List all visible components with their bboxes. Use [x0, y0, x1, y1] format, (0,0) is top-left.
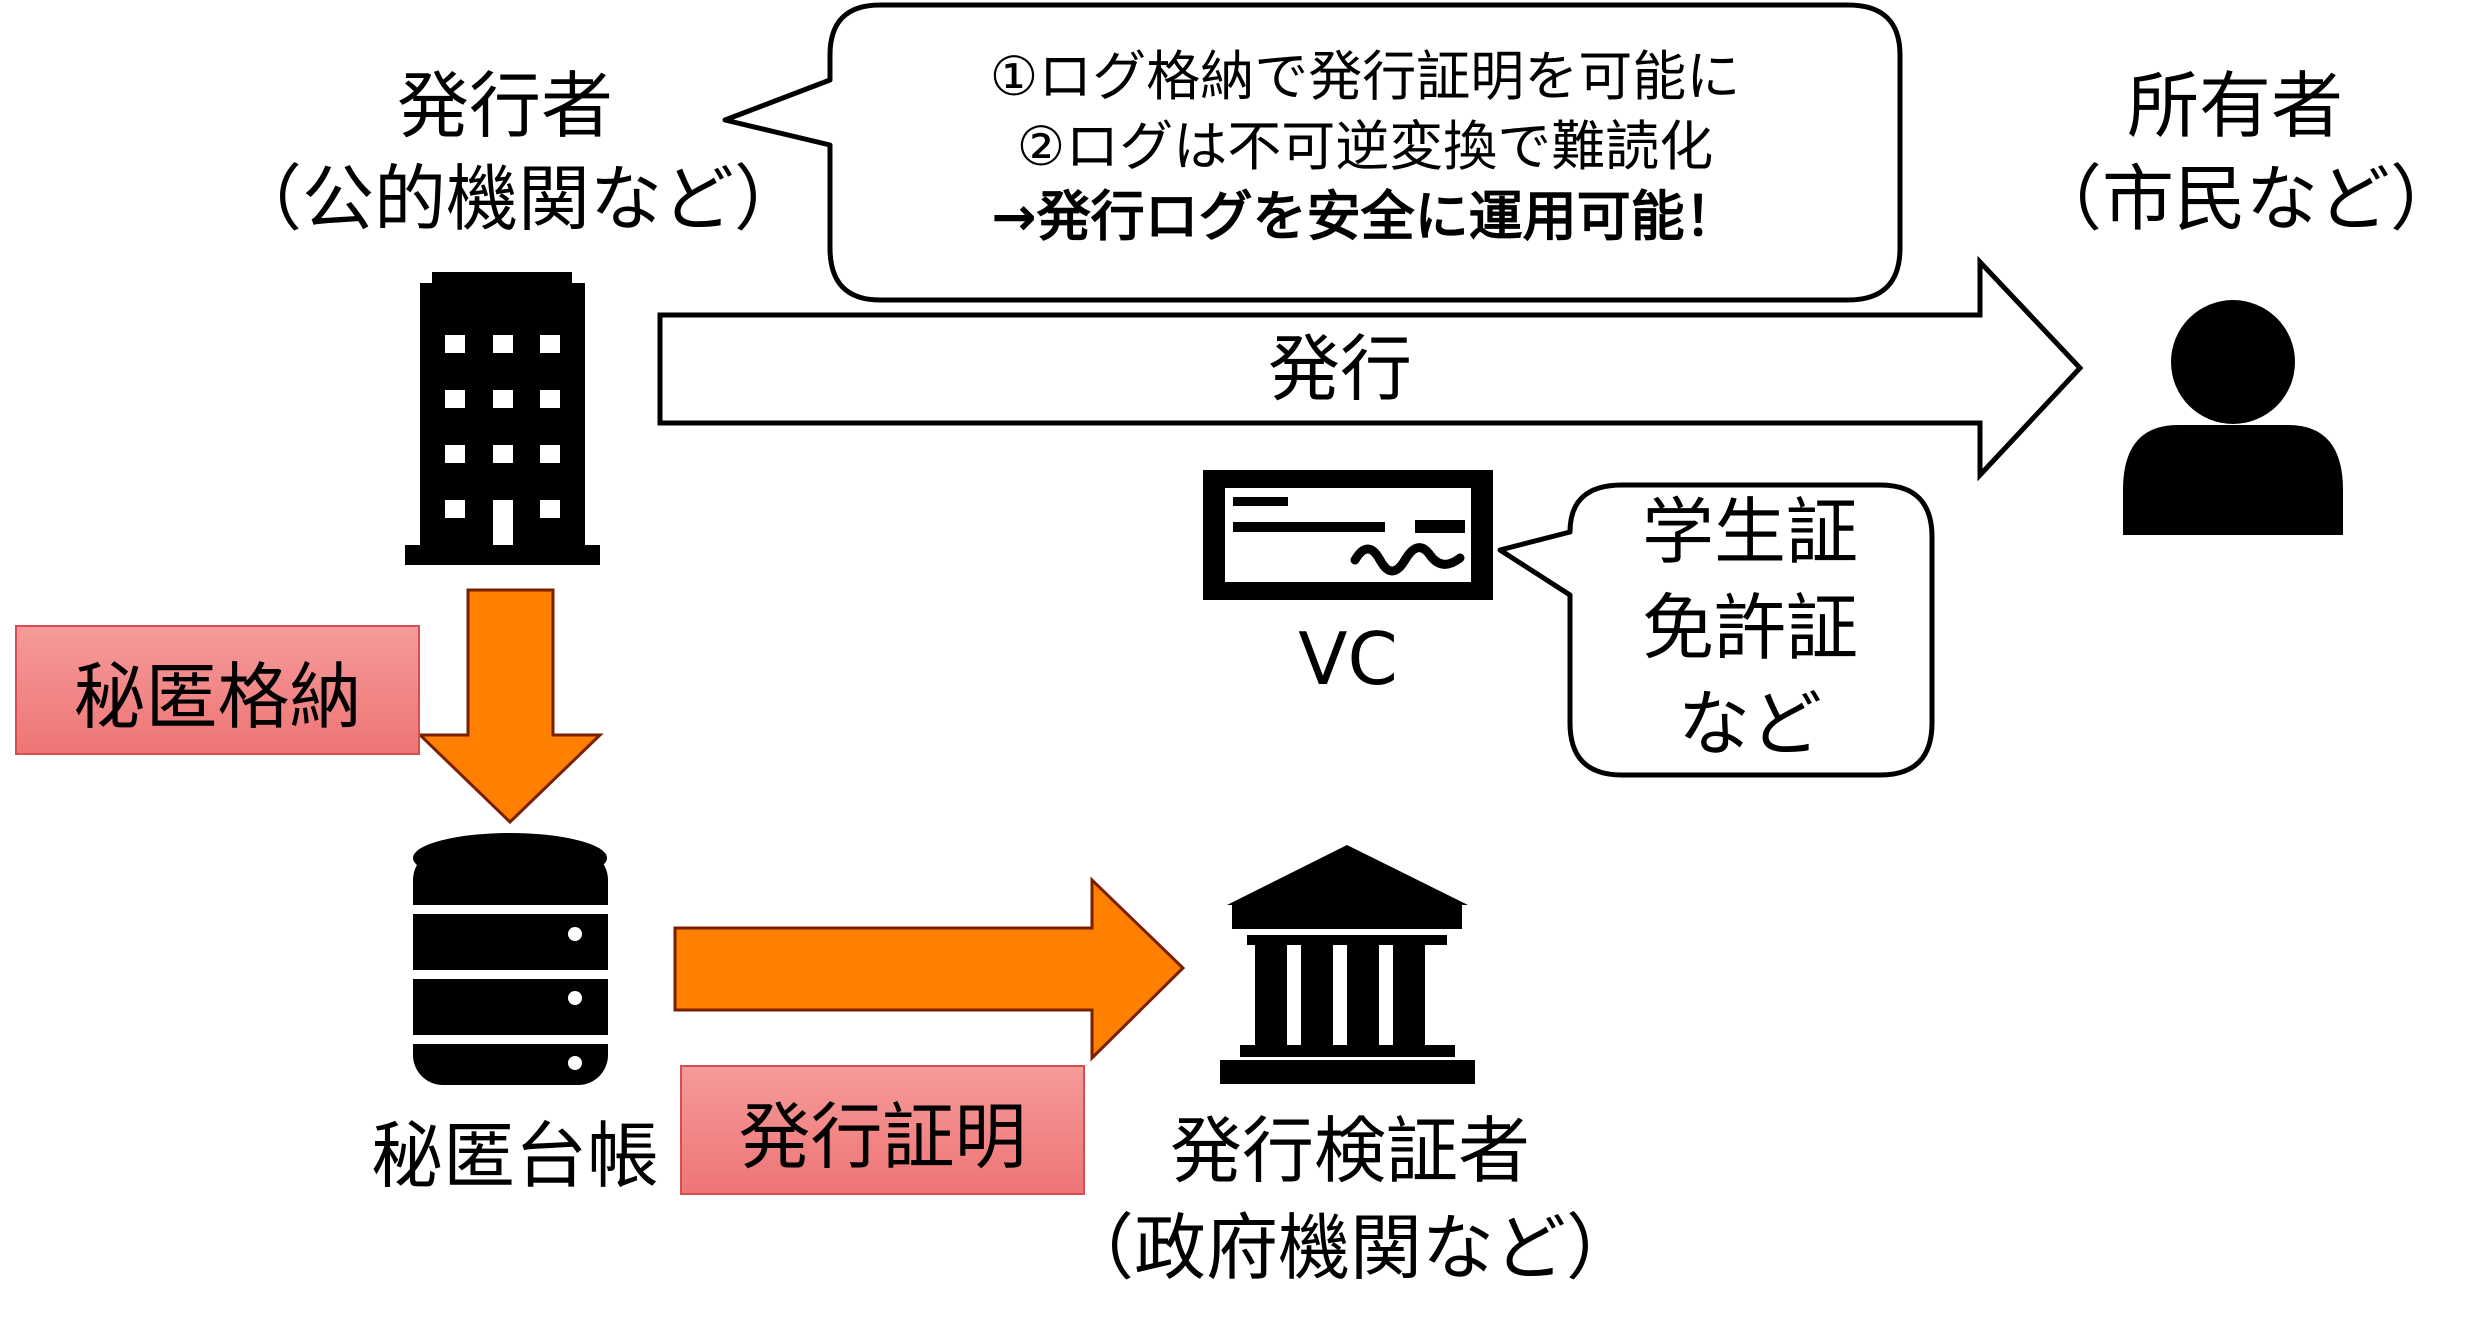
callout-text: ①ログ格納で発行証明を可能に ②ログは不可逆変換で難読化 →発行ログを安全に運用…: [840, 42, 1890, 252]
vc-label: VC: [1298, 617, 1398, 701]
vc-examples-bubble: [1497, 482, 1935, 778]
callout-line-2: ②ログは不可逆変換で難読化: [1016, 115, 1714, 178]
issuer-title: 発行者: [396, 64, 613, 148]
office-building-icon: [405, 272, 600, 565]
issue-proof-tag: 発行証明: [680, 1065, 1085, 1195]
issuer-subtitle: （公的機関など）: [230, 157, 807, 241]
vc-example-student-id: 学生証: [1641, 490, 1858, 574]
issue-arrow-label: 発行: [1267, 327, 1412, 411]
vc-example-license: 免許証: [1641, 586, 1858, 670]
owner-title: 所有者: [2126, 64, 2343, 148]
issue-proof-arrow: [673, 876, 1186, 1062]
database-icon: [405, 833, 615, 1085]
person-icon: [2123, 300, 2343, 535]
secret-store-arrow: [416, 588, 604, 825]
vc-example-etc: など: [1677, 682, 1822, 766]
verifier-subtitle: （政府機関など）: [1061, 1206, 1638, 1290]
verifier-title: 発行検証者: [1169, 1109, 1530, 1193]
vc-card-icon: [1203, 470, 1493, 600]
vc-examples: 学生証 免許証 など: [1580, 484, 1920, 772]
secret-store-tag: 秘匿格納: [15, 625, 420, 755]
ledger-label: 秘匿台帳: [370, 1114, 659, 1198]
owner-subtitle: （市民など）: [2030, 157, 2463, 241]
callout-line-3: →発行ログを安全に運用可能！: [991, 185, 1739, 248]
government-building-icon: [1220, 845, 1475, 1084]
callout-line-1: ①ログ格納で発行証明を可能に: [989, 45, 1741, 108]
issue-arrow: [657, 255, 2084, 482]
callout-bubble: [722, 2, 1903, 303]
